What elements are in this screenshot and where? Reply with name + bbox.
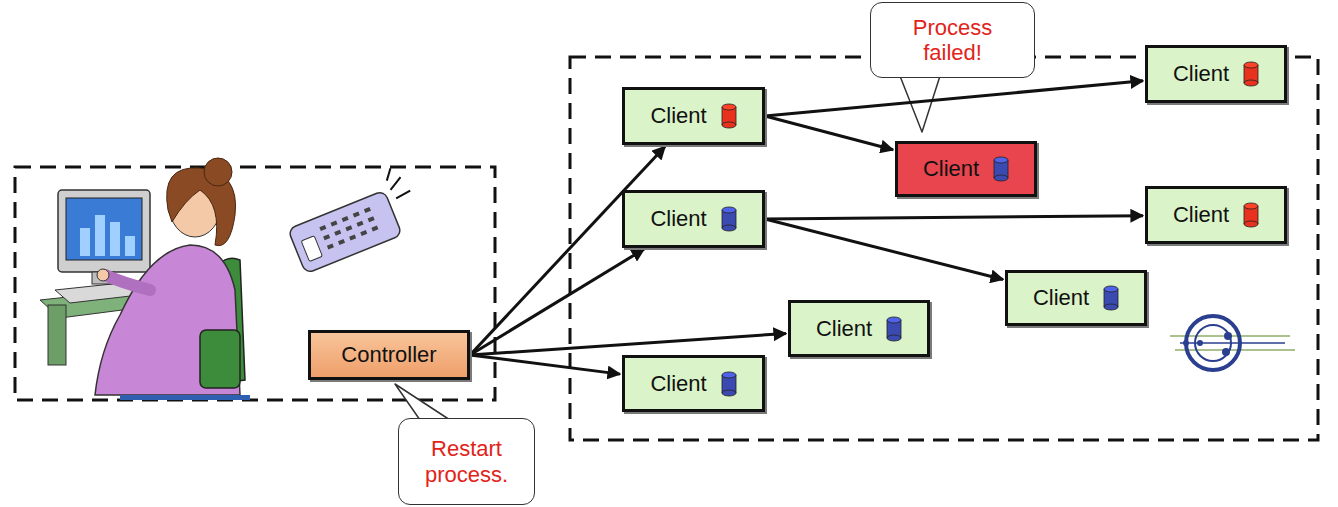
flow-arrow	[765, 216, 1143, 219]
flow-arrow	[765, 116, 893, 150]
client-box: Client	[1145, 45, 1287, 103]
database-icon	[886, 316, 902, 342]
controller-box: Controller	[308, 330, 470, 380]
database-icon	[721, 206, 737, 232]
callout-tail	[395, 384, 450, 420]
callout-text: Restart process.	[409, 436, 524, 487]
flow-arrow	[765, 219, 1003, 279]
database-icon	[993, 156, 1009, 182]
callout-bubble: Restart process.	[398, 418, 535, 505]
database-icon	[1103, 285, 1119, 311]
operator-region	[15, 167, 495, 400]
node-label: Client	[650, 206, 706, 231]
failed-client-box: Client	[895, 141, 1037, 197]
node-label: Client	[923, 156, 979, 181]
client-box: Client	[622, 87, 765, 145]
node-label: Client	[1173, 202, 1229, 227]
flow-arrow	[470, 333, 786, 355]
operator-illustration	[40, 158, 250, 400]
cluster-region	[570, 57, 1318, 440]
flow-arrow	[470, 249, 644, 355]
flow-arrow	[470, 355, 620, 374]
client-box: Client	[1005, 270, 1147, 326]
node-label: Client	[816, 316, 872, 341]
database-icon	[1243, 61, 1259, 87]
database-icon	[1243, 202, 1259, 228]
keypad-device	[281, 165, 424, 274]
flow-arrow	[765, 81, 1143, 116]
node-label: Client	[1173, 61, 1229, 86]
client-box: Client	[622, 190, 765, 248]
node-label: Client	[1033, 285, 1089, 310]
node-label: Client	[650, 371, 706, 396]
callout-text: Process failed!	[881, 15, 1024, 66]
callout-bubble: Process failed!	[870, 2, 1035, 78]
logo-symbol	[1170, 316, 1295, 370]
client-box: Client	[788, 300, 930, 357]
database-icon	[721, 103, 737, 129]
client-box: Client	[622, 355, 765, 412]
client-box: Client	[1145, 186, 1287, 244]
node-label: Client	[650, 103, 706, 128]
database-icon	[721, 371, 737, 397]
flow-arrow	[470, 146, 665, 355]
node-label: Controller	[341, 342, 436, 367]
